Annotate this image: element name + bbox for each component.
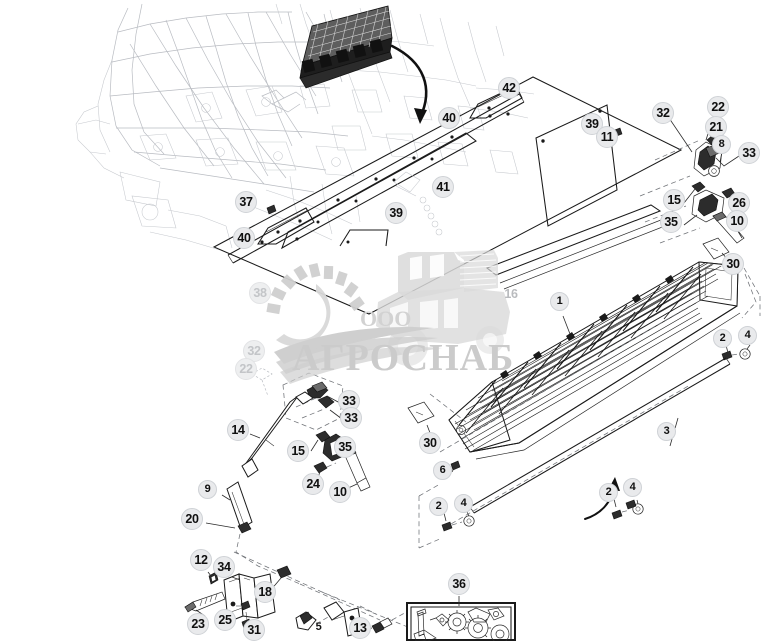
part-33-lower — [317, 395, 335, 409]
callout-11[interactable]: 11 — [596, 126, 618, 148]
callout-20[interactable]: 20 — [181, 508, 203, 530]
callout-33[interactable]: 33 — [738, 142, 760, 164]
callout-3[interactable]: 3 — [657, 422, 676, 441]
hardware-pair-right-upper — [721, 348, 751, 361]
callout-25[interactable]: 25 — [214, 609, 236, 631]
callout-21[interactable]: 21 — [705, 116, 727, 138]
callout-1[interactable]: 1 — [550, 292, 569, 311]
callout-12[interactable]: 12 — [190, 549, 212, 571]
drum-rasp-bars — [458, 266, 694, 426]
callout-32[interactable]: 32 — [652, 102, 674, 124]
callout-34[interactable]: 34 — [213, 556, 235, 578]
part-18-nut — [276, 565, 292, 579]
part-35-bracket — [691, 189, 725, 223]
part-23-bolt — [184, 591, 226, 613]
part-6-screw-left — [450, 460, 461, 471]
part-20-pin — [237, 521, 252, 534]
callout-39[interactable]: 39 — [385, 202, 407, 224]
hardware-pair-left-lower — [441, 515, 475, 532]
callout-24[interactable]: 24 — [302, 473, 324, 495]
callout-18[interactable]: 18 — [254, 581, 276, 603]
install-arrow-path — [390, 44, 428, 120]
callout-8[interactable]: 8 — [712, 135, 731, 154]
callout-15[interactable]: 15 — [287, 440, 309, 462]
callout-40[interactable]: 40 — [233, 227, 255, 249]
callout-16[interactable]: 16 — [504, 287, 518, 301]
callout-4[interactable]: 4 — [623, 478, 642, 497]
callout-31[interactable]: 31 — [243, 619, 265, 641]
part-15-nut — [691, 181, 706, 193]
callout-2[interactable]: 2 — [599, 483, 618, 502]
callout-14[interactable]: 14 — [227, 419, 249, 441]
shaft-3-upper-line — [469, 357, 727, 508]
callout-10[interactable]: 10 — [329, 481, 351, 503]
shaft-3-lower-line — [473, 363, 731, 514]
callout-22[interactable]: 22 — [707, 96, 729, 118]
callout-6[interactable]: 6 — [433, 461, 452, 480]
plate-40-lower — [257, 207, 315, 245]
callout-23[interactable]: 23 — [187, 613, 209, 635]
callout-2[interactable]: 2 — [713, 329, 732, 348]
callout-15[interactable]: 15 — [663, 189, 685, 211]
callout-13[interactable]: 13 — [349, 617, 371, 639]
part-30-bushing-left — [407, 401, 435, 424]
callout-22[interactable]: 22 — [235, 358, 257, 380]
callout-40[interactable]: 40 — [438, 107, 460, 129]
callout-9[interactable]: 9 — [198, 480, 217, 499]
part-25-pin — [236, 600, 251, 611]
bracket-39-lower — [339, 229, 389, 247]
callout-33[interactable]: 33 — [340, 407, 362, 429]
callout-35[interactable]: 35 — [660, 211, 682, 233]
callout-37[interactable]: 37 — [235, 191, 257, 213]
rod-9 — [226, 481, 253, 530]
callout-5[interactable]: 5 — [315, 621, 322, 633]
callout-2[interactable]: 2 — [429, 497, 448, 516]
rod-14 — [241, 391, 314, 478]
rail-strip-39 — [280, 132, 477, 250]
part-24-nut — [313, 461, 337, 474]
drum-lower-edge — [469, 305, 738, 453]
hardware-pair-right-lower — [611, 499, 644, 520]
part-8-washer — [708, 165, 720, 177]
callout-4[interactable]: 4 — [738, 326, 757, 345]
install-arrow-head — [414, 108, 427, 124]
callout-10[interactable]: 10 — [726, 210, 748, 232]
callout-35[interactable]: 35 — [334, 436, 356, 458]
hardware-37 — [266, 204, 277, 215]
part-13-pin — [371, 617, 393, 634]
callout-38[interactable]: 38 — [249, 282, 271, 304]
callout-30[interactable]: 30 — [722, 253, 744, 275]
callout-36[interactable]: 36 — [448, 573, 470, 595]
callout-4[interactable]: 4 — [454, 494, 473, 513]
callout-42[interactable]: 42 — [498, 77, 520, 99]
callout-41[interactable]: 41 — [432, 176, 454, 198]
callout-30[interactable]: 30 — [419, 432, 441, 454]
